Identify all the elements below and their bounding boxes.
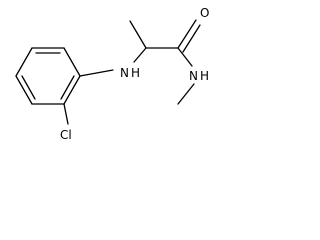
amide-nitrogen-hydrogen-label: H [200, 69, 209, 83]
ring-double-bond-c6-c1 [60, 75, 75, 100]
bond-carbonyl-to-amide-n [177, 47, 193, 67]
bond-amide-n-to-methyl [177, 83, 195, 105]
bond-ring-to-chlorine [63, 103, 69, 125]
oxygen-label: O [200, 6, 209, 20]
ring-bond-c4-c5 [15, 75, 33, 105]
benzene-ring [15, 47, 81, 105]
bond-ring-to-amine-n [79, 69, 114, 77]
chemical-structure: O N H N H Cl [15, 6, 209, 142]
bond-alpha-c-to-methyl [129, 20, 147, 49]
chlorine-label: Cl [60, 128, 72, 142]
amide-nitrogen-label: N [189, 69, 198, 83]
bond-amine-n-to-alpha-c [133, 47, 147, 63]
atom-labels: O N H N H Cl [60, 6, 209, 142]
amine-nitrogen-hydrogen-label: H [131, 66, 140, 80]
bond-carbonyl-to-oxygen-double [182, 24, 201, 53]
chain-bonds [63, 19, 201, 125]
ring-bond-c3-c4 [15, 47, 33, 77]
amine-nitrogen-label: N [120, 66, 129, 80]
ring-double-bond-c4-c5 [21, 75, 36, 100]
ring-bond-c1-c2 [63, 47, 81, 77]
ring-bond-c6-c1 [63, 75, 81, 105]
bond-carbonyl-to-oxygen [177, 19, 197, 49]
